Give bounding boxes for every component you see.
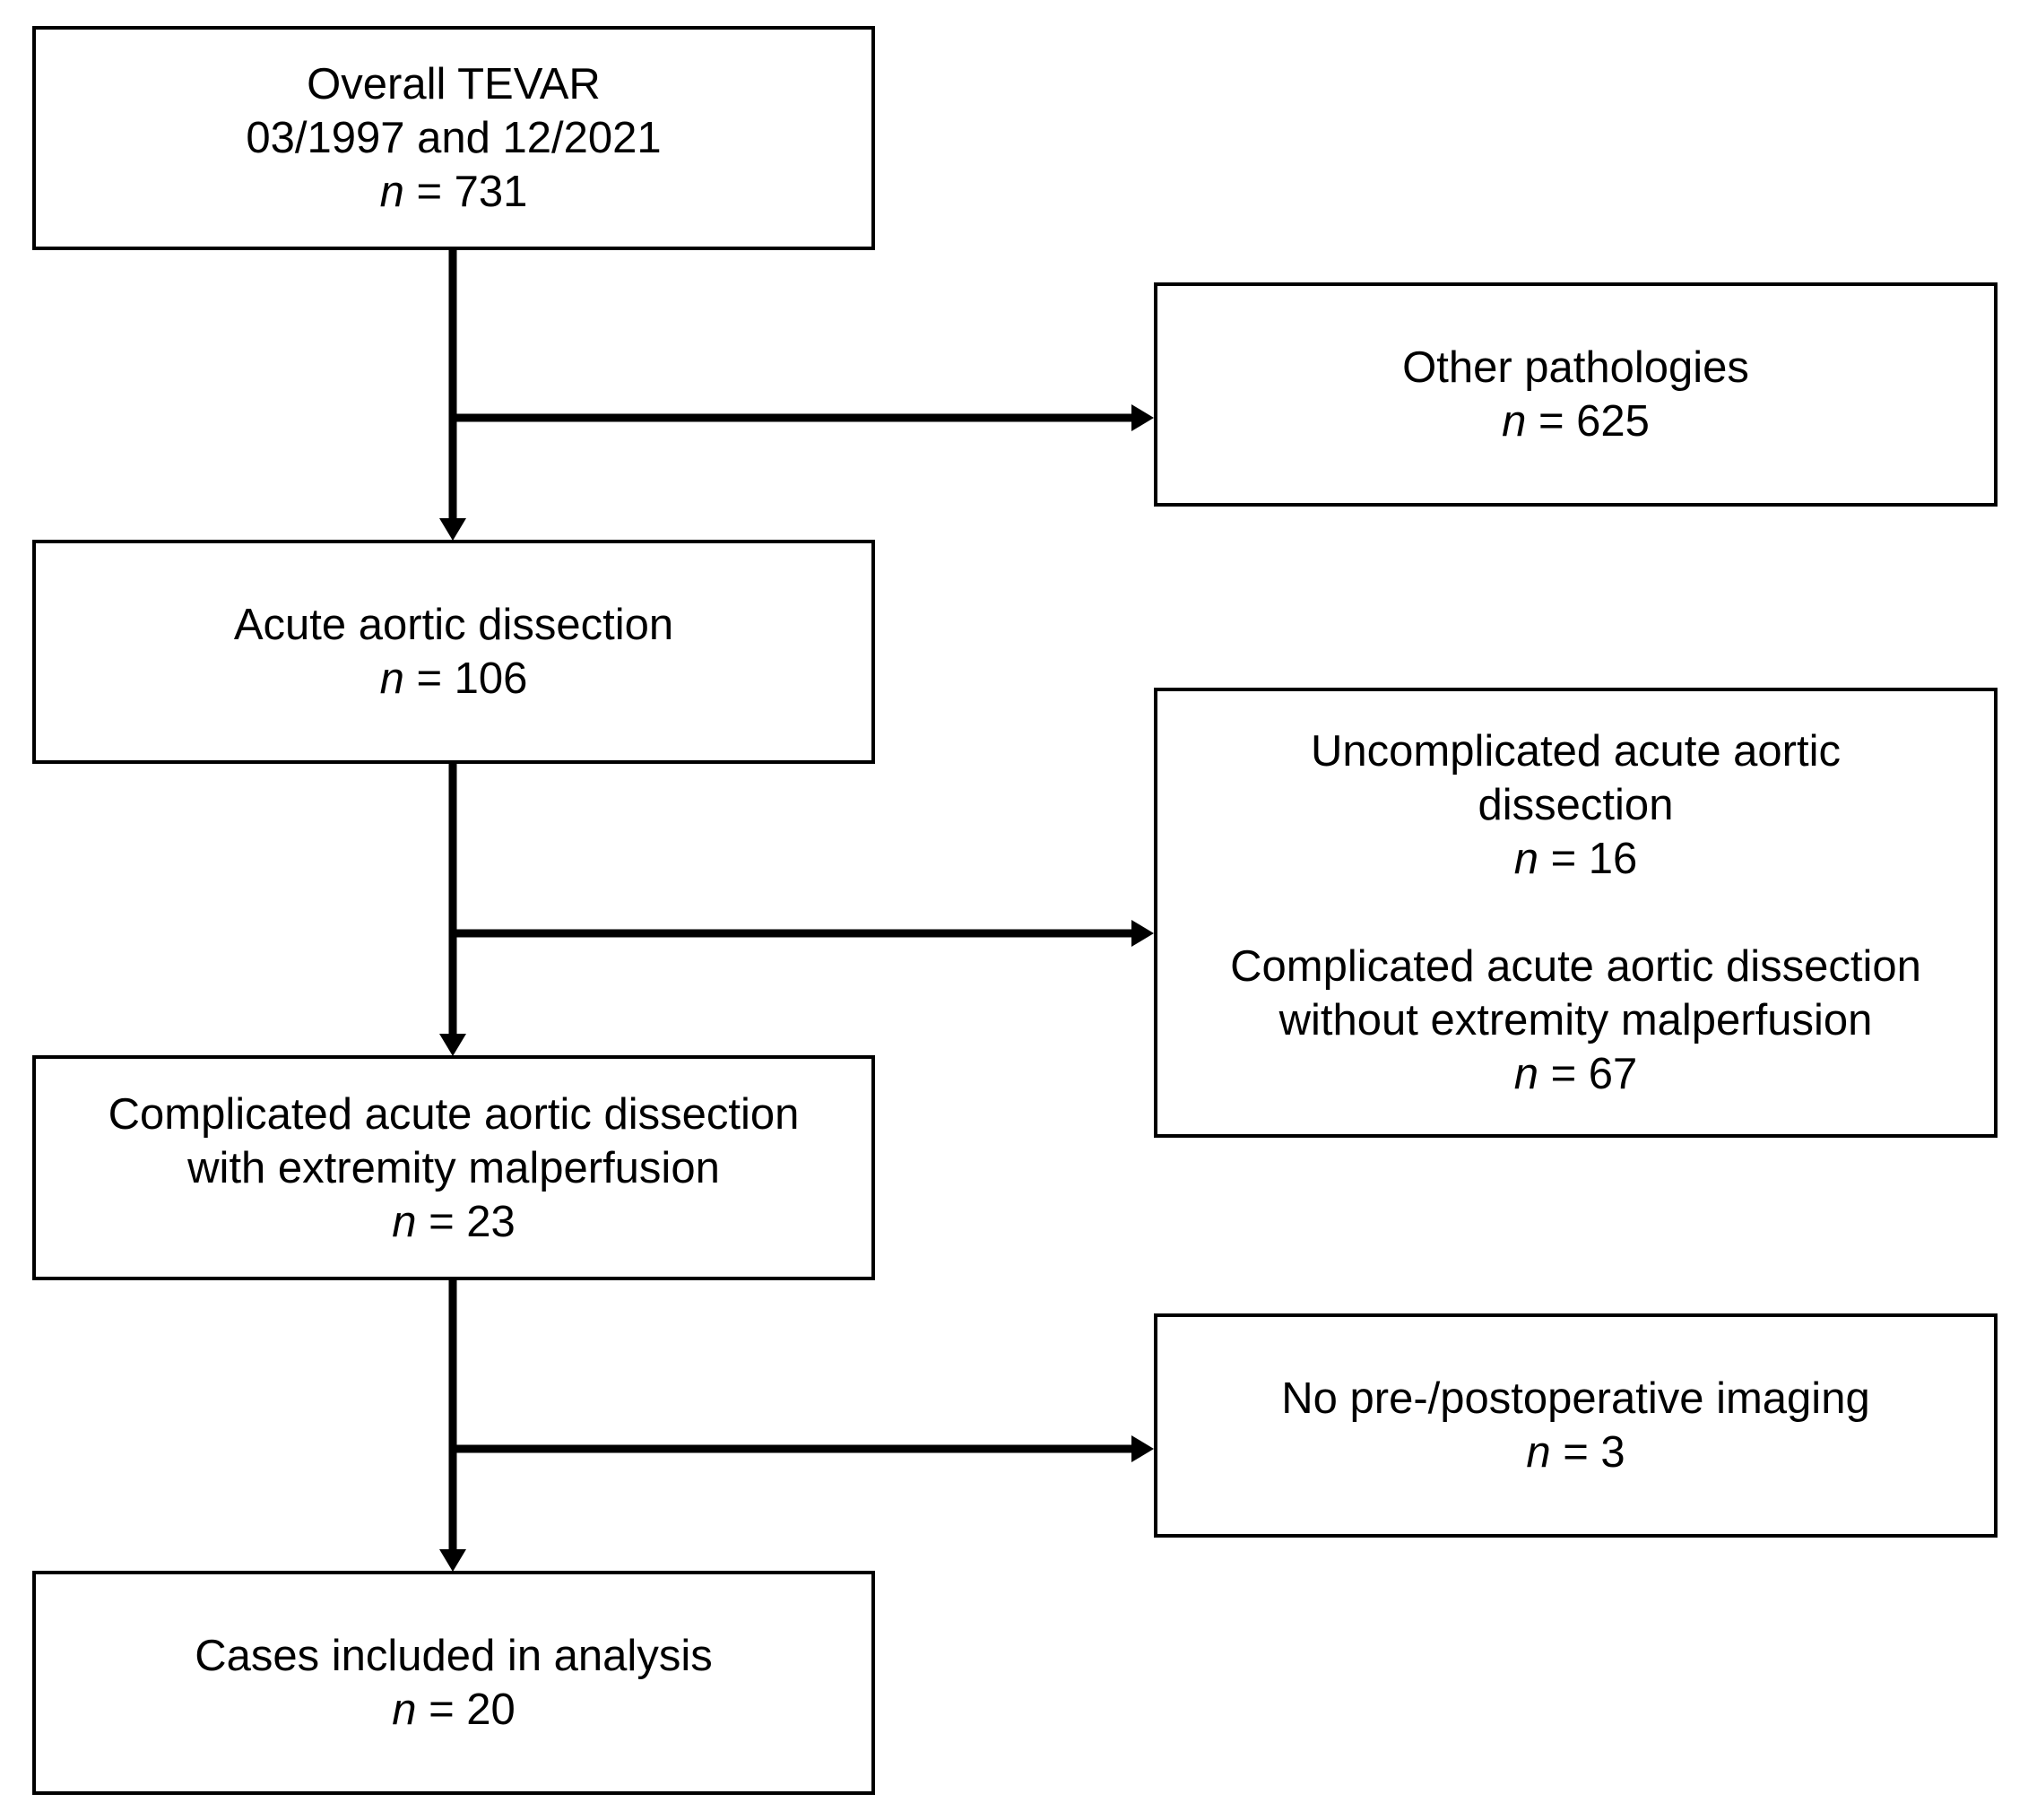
no-imaging-count: n = 3 [1526, 1428, 1625, 1477]
arrowhead-right-2 [1131, 920, 1154, 947]
overall-tevar-title-line-2: 03/1997 and 12/2021 [246, 114, 662, 162]
complicated-without-title-line-2: without extremity malperfusion [1278, 996, 1873, 1044]
arrowhead-down-2 [439, 1034, 466, 1056]
complicated-with-malperfusion-box: Complicated acute aortic dissection with… [32, 1055, 875, 1280]
overall-tevar-title-line-1: Overall TEVAR [307, 60, 601, 108]
arrowhead-down-1 [439, 518, 466, 541]
uncomplicated-title-line-2: dissection [1478, 781, 1674, 829]
acute-dissection-box: Acute aortic dissection n = 106 [32, 540, 875, 764]
cases-included-box: Cases included in analysis n = 20 [32, 1571, 875, 1795]
excluded-dissection-box: Uncomplicated acute aortic dissection n … [1154, 688, 1998, 1138]
arrowhead-right-3 [1131, 1435, 1154, 1462]
cases-included-title: Cases included in analysis [195, 1632, 713, 1680]
other-pathologies-box: Other pathologies n = 625 [1154, 282, 1998, 507]
overall-tevar-count: n = 731 [379, 168, 528, 216]
complicated-without-count: n = 67 [1513, 1050, 1638, 1098]
other-pathologies-title: Other pathologies [1402, 343, 1749, 392]
overall-tevar-box: Overall TEVAR 03/1997 and 12/2021 n = 73… [32, 26, 875, 250]
complicated-without-title-line-1: Complicated acute aortic dissection [1230, 942, 1921, 991]
complicated-with-count: n = 23 [392, 1197, 516, 1246]
complicated-with-title-line-2: with extremity malperfusion [187, 1143, 720, 1192]
acute-dissection-title: Acute aortic dissection [233, 601, 674, 649]
cases-included-count: n = 20 [392, 1686, 516, 1734]
uncomplicated-title-line-1: Uncomplicated acute aortic [1310, 727, 1841, 776]
uncomplicated-count: n = 16 [1513, 835, 1638, 883]
acute-dissection-count: n = 106 [379, 654, 528, 703]
complicated-with-title-line-1: Complicated acute aortic dissection [108, 1089, 800, 1139]
arrowhead-down-3 [439, 1549, 466, 1572]
arrowhead-right-1 [1131, 404, 1154, 431]
no-imaging-box: No pre-/postoperative imaging n = 3 [1154, 1313, 1998, 1538]
no-imaging-title: No pre-/postoperative imaging [1281, 1374, 1870, 1423]
other-pathologies-count: n = 625 [1502, 397, 1650, 446]
